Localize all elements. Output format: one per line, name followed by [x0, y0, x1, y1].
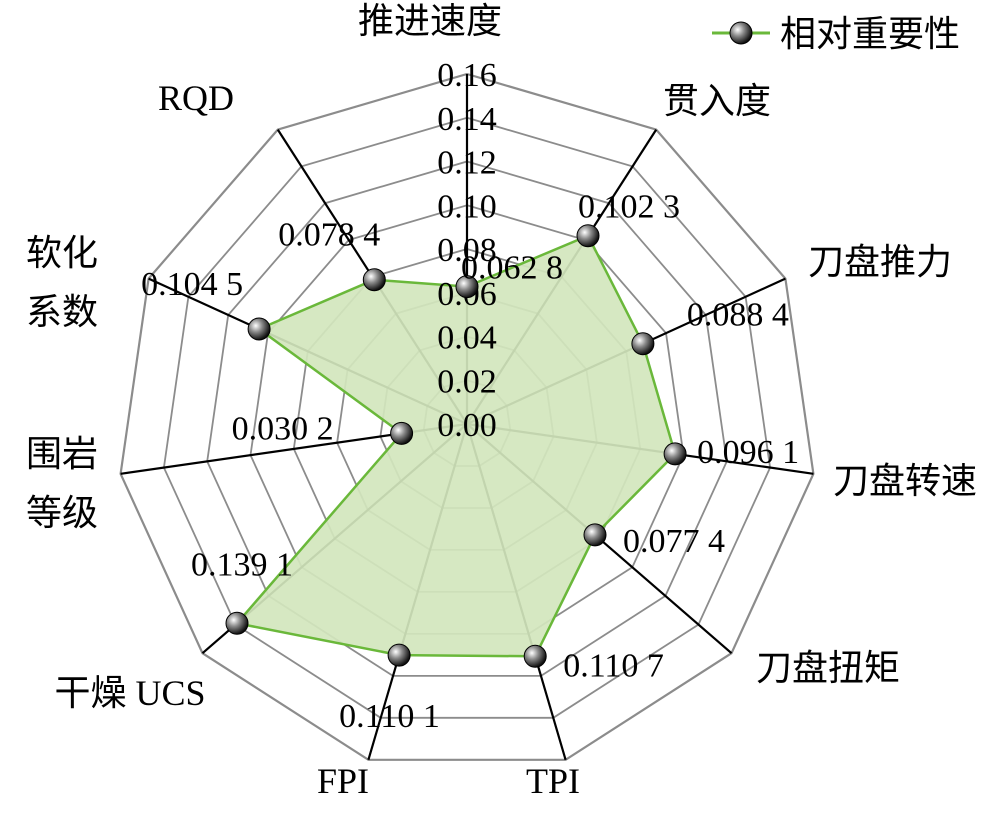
data-point: [390, 421, 414, 445]
radial-tick-label: 0.14: [437, 101, 497, 138]
axis-label: 刀盘扭矩: [756, 648, 900, 688]
data-point: [523, 644, 547, 668]
data-label: 0.139 1: [191, 546, 293, 583]
data-point: [225, 611, 249, 635]
data-point: [387, 643, 411, 667]
axis-label: 软化: [26, 233, 98, 273]
data-point: [576, 224, 600, 248]
axis-label: 贯入度: [663, 81, 771, 121]
radial-tick-label: 0.16: [437, 57, 497, 94]
axis-label: 推进速度: [358, 1, 502, 41]
data-point: [247, 317, 271, 341]
axis-label: 刀盘转速: [833, 461, 977, 501]
radial-tick-label: 0.08: [437, 232, 497, 269]
axis-label: 刀盘推力: [808, 242, 952, 282]
radial-tick-label: 0.04: [437, 320, 497, 357]
axis-label: TPI: [526, 761, 580, 801]
series-area-polygon: [234, 234, 677, 658]
data-label: 0.102 3: [578, 189, 680, 226]
axis-label: FPI: [317, 761, 369, 801]
grid-ring: [162, 116, 772, 719]
grid-ring: [206, 160, 728, 677]
data-label: 0.110 1: [339, 698, 440, 735]
data-label: 0.104 5: [141, 266, 243, 303]
data-label: 0.110 7: [563, 647, 664, 684]
legend-marker: [729, 21, 753, 45]
data-point: [455, 275, 479, 299]
axis-label: 干燥 UCS: [54, 673, 205, 713]
data-label: 0.030 2: [232, 410, 334, 447]
data-point: [362, 268, 386, 292]
radial-tick-label: 0.12: [437, 145, 497, 182]
axis-label: 系数: [26, 292, 98, 332]
legend: 相对重要性: [712, 14, 960, 54]
data-label: 0.078 4: [278, 217, 380, 254]
data-label: 0.077 4: [623, 523, 725, 560]
data-labels: 0.062 8 0.102 3 0.088 4 0.096 1 0.077 4 0.110…: [141, 189, 799, 735]
radial-tick-label: 0.02: [437, 363, 497, 400]
data-markers: [225, 224, 687, 668]
data-label: 0.096 1: [697, 434, 799, 471]
data-point: [663, 442, 687, 466]
data-point: [631, 332, 655, 356]
axis-label: 等级: [26, 493, 98, 533]
grid-ring: [119, 72, 815, 761]
series-area: [234, 234, 677, 658]
legend-label: 相对重要性: [780, 14, 960, 54]
data-label: 0.062 8: [461, 250, 563, 287]
axis-label: 围岩: [26, 434, 98, 474]
axis-label: RQD: [158, 78, 234, 118]
data-label: 0.088 4: [687, 297, 789, 334]
radial-tick-label: 0.10: [437, 188, 497, 225]
radial-tick-label: 0.00: [437, 407, 497, 444]
data-point: [583, 523, 607, 547]
radial-tick-labels: 0.000.020.040.060.080.100.120.140.16: [437, 57, 497, 444]
